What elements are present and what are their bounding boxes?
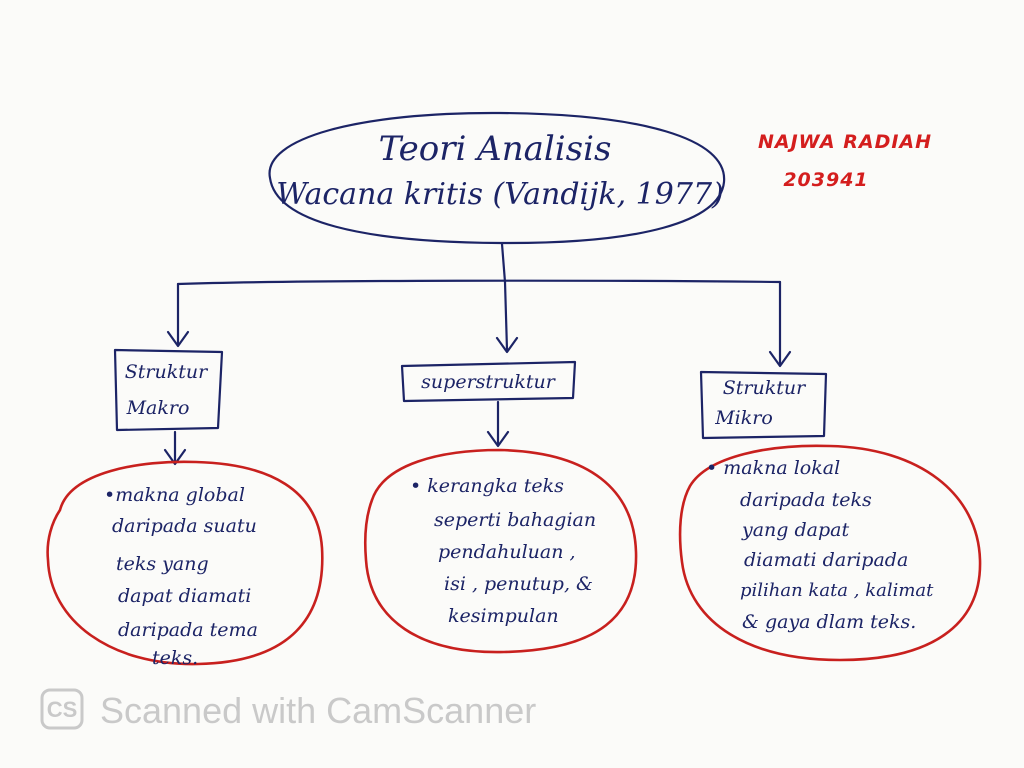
box-label-line2: Mikro xyxy=(714,407,773,429)
branch-box-makro: Struktur Makro xyxy=(113,348,224,432)
desc-line: & gaya dlam teks. xyxy=(742,611,916,633)
desc-line: diamati daripada xyxy=(744,549,908,571)
box-outline xyxy=(400,360,577,403)
camscanner-watermark: CS Scanned with CamScanner xyxy=(40,688,536,731)
oval-outline xyxy=(678,444,982,662)
desc-line: pilihan kata , kalimat xyxy=(740,580,934,601)
desc-line: •makna global xyxy=(104,484,245,506)
box-label-line1: Struktur xyxy=(723,377,807,399)
box-outline xyxy=(699,370,828,440)
desc-line: daripada suatu xyxy=(112,515,257,537)
oval-outline xyxy=(363,448,638,654)
desc-line: teks yang xyxy=(116,553,209,575)
box-label-line2: Makro xyxy=(126,397,190,419)
arrowhead-left xyxy=(166,330,190,348)
horizontal-branch-line xyxy=(176,279,782,286)
desc-oval-superstruktur: • kerangka teks seperti bahagian pendahu… xyxy=(363,448,638,654)
desc-line: isi , penutup, & xyxy=(444,573,593,595)
branch-box-superstruktur: superstruktur xyxy=(400,360,577,403)
root-node: Teori Analisis Wacana kritis (Vandijk, 1… xyxy=(268,111,726,245)
root-ellipse xyxy=(268,111,726,245)
box-outline xyxy=(113,348,224,432)
author-block: NAJWA RADIAH 203941 xyxy=(758,131,932,191)
arrowhead-center xyxy=(495,336,519,354)
author-name: NAJWA RADIAH xyxy=(758,131,932,153)
connectors xyxy=(163,242,792,466)
desc-line: kesimpulan xyxy=(448,605,559,627)
root-title-line1: Teori Analisis xyxy=(379,129,612,169)
arrowhead-down-center xyxy=(486,430,510,448)
desc-line: • makna lokal xyxy=(706,457,840,479)
desc-line: daripada teks xyxy=(740,489,872,511)
oval-outline xyxy=(46,460,324,666)
desc-line: • kerangka teks xyxy=(410,475,564,497)
watermark-text: Scanned with CamScanner xyxy=(100,690,536,731)
desc-line: teks. xyxy=(152,647,198,669)
camscanner-logo-icon xyxy=(40,688,84,730)
camscanner-logo-text: CS xyxy=(47,697,78,722)
root-stem-line xyxy=(500,242,507,284)
desc-line: yang dapat xyxy=(741,519,849,541)
desc-line: daripada tema xyxy=(118,619,258,641)
desc-line: dapat diamati xyxy=(118,585,251,607)
box-label-line1: Struktur xyxy=(125,361,209,383)
arrowhead-down-left xyxy=(163,448,187,466)
branch-box-mikro: Struktur Mikro xyxy=(699,370,828,440)
desc-line: seperti bahagian xyxy=(434,509,596,531)
root-title-line2: Wacana kritis (Vandijk, 1977) xyxy=(276,177,723,212)
author-id: 203941 xyxy=(783,169,868,191)
arrowhead-right xyxy=(768,350,792,368)
desc-oval-makro: •makna global daripada suatu teks yang d… xyxy=(46,460,324,669)
desc-line: pendahuluan , xyxy=(438,541,576,563)
branch-line-center xyxy=(503,280,509,352)
desc-oval-mikro: • makna lokal daripada teks yang dapat d… xyxy=(678,444,982,662)
box-label: superstruktur xyxy=(421,371,557,393)
